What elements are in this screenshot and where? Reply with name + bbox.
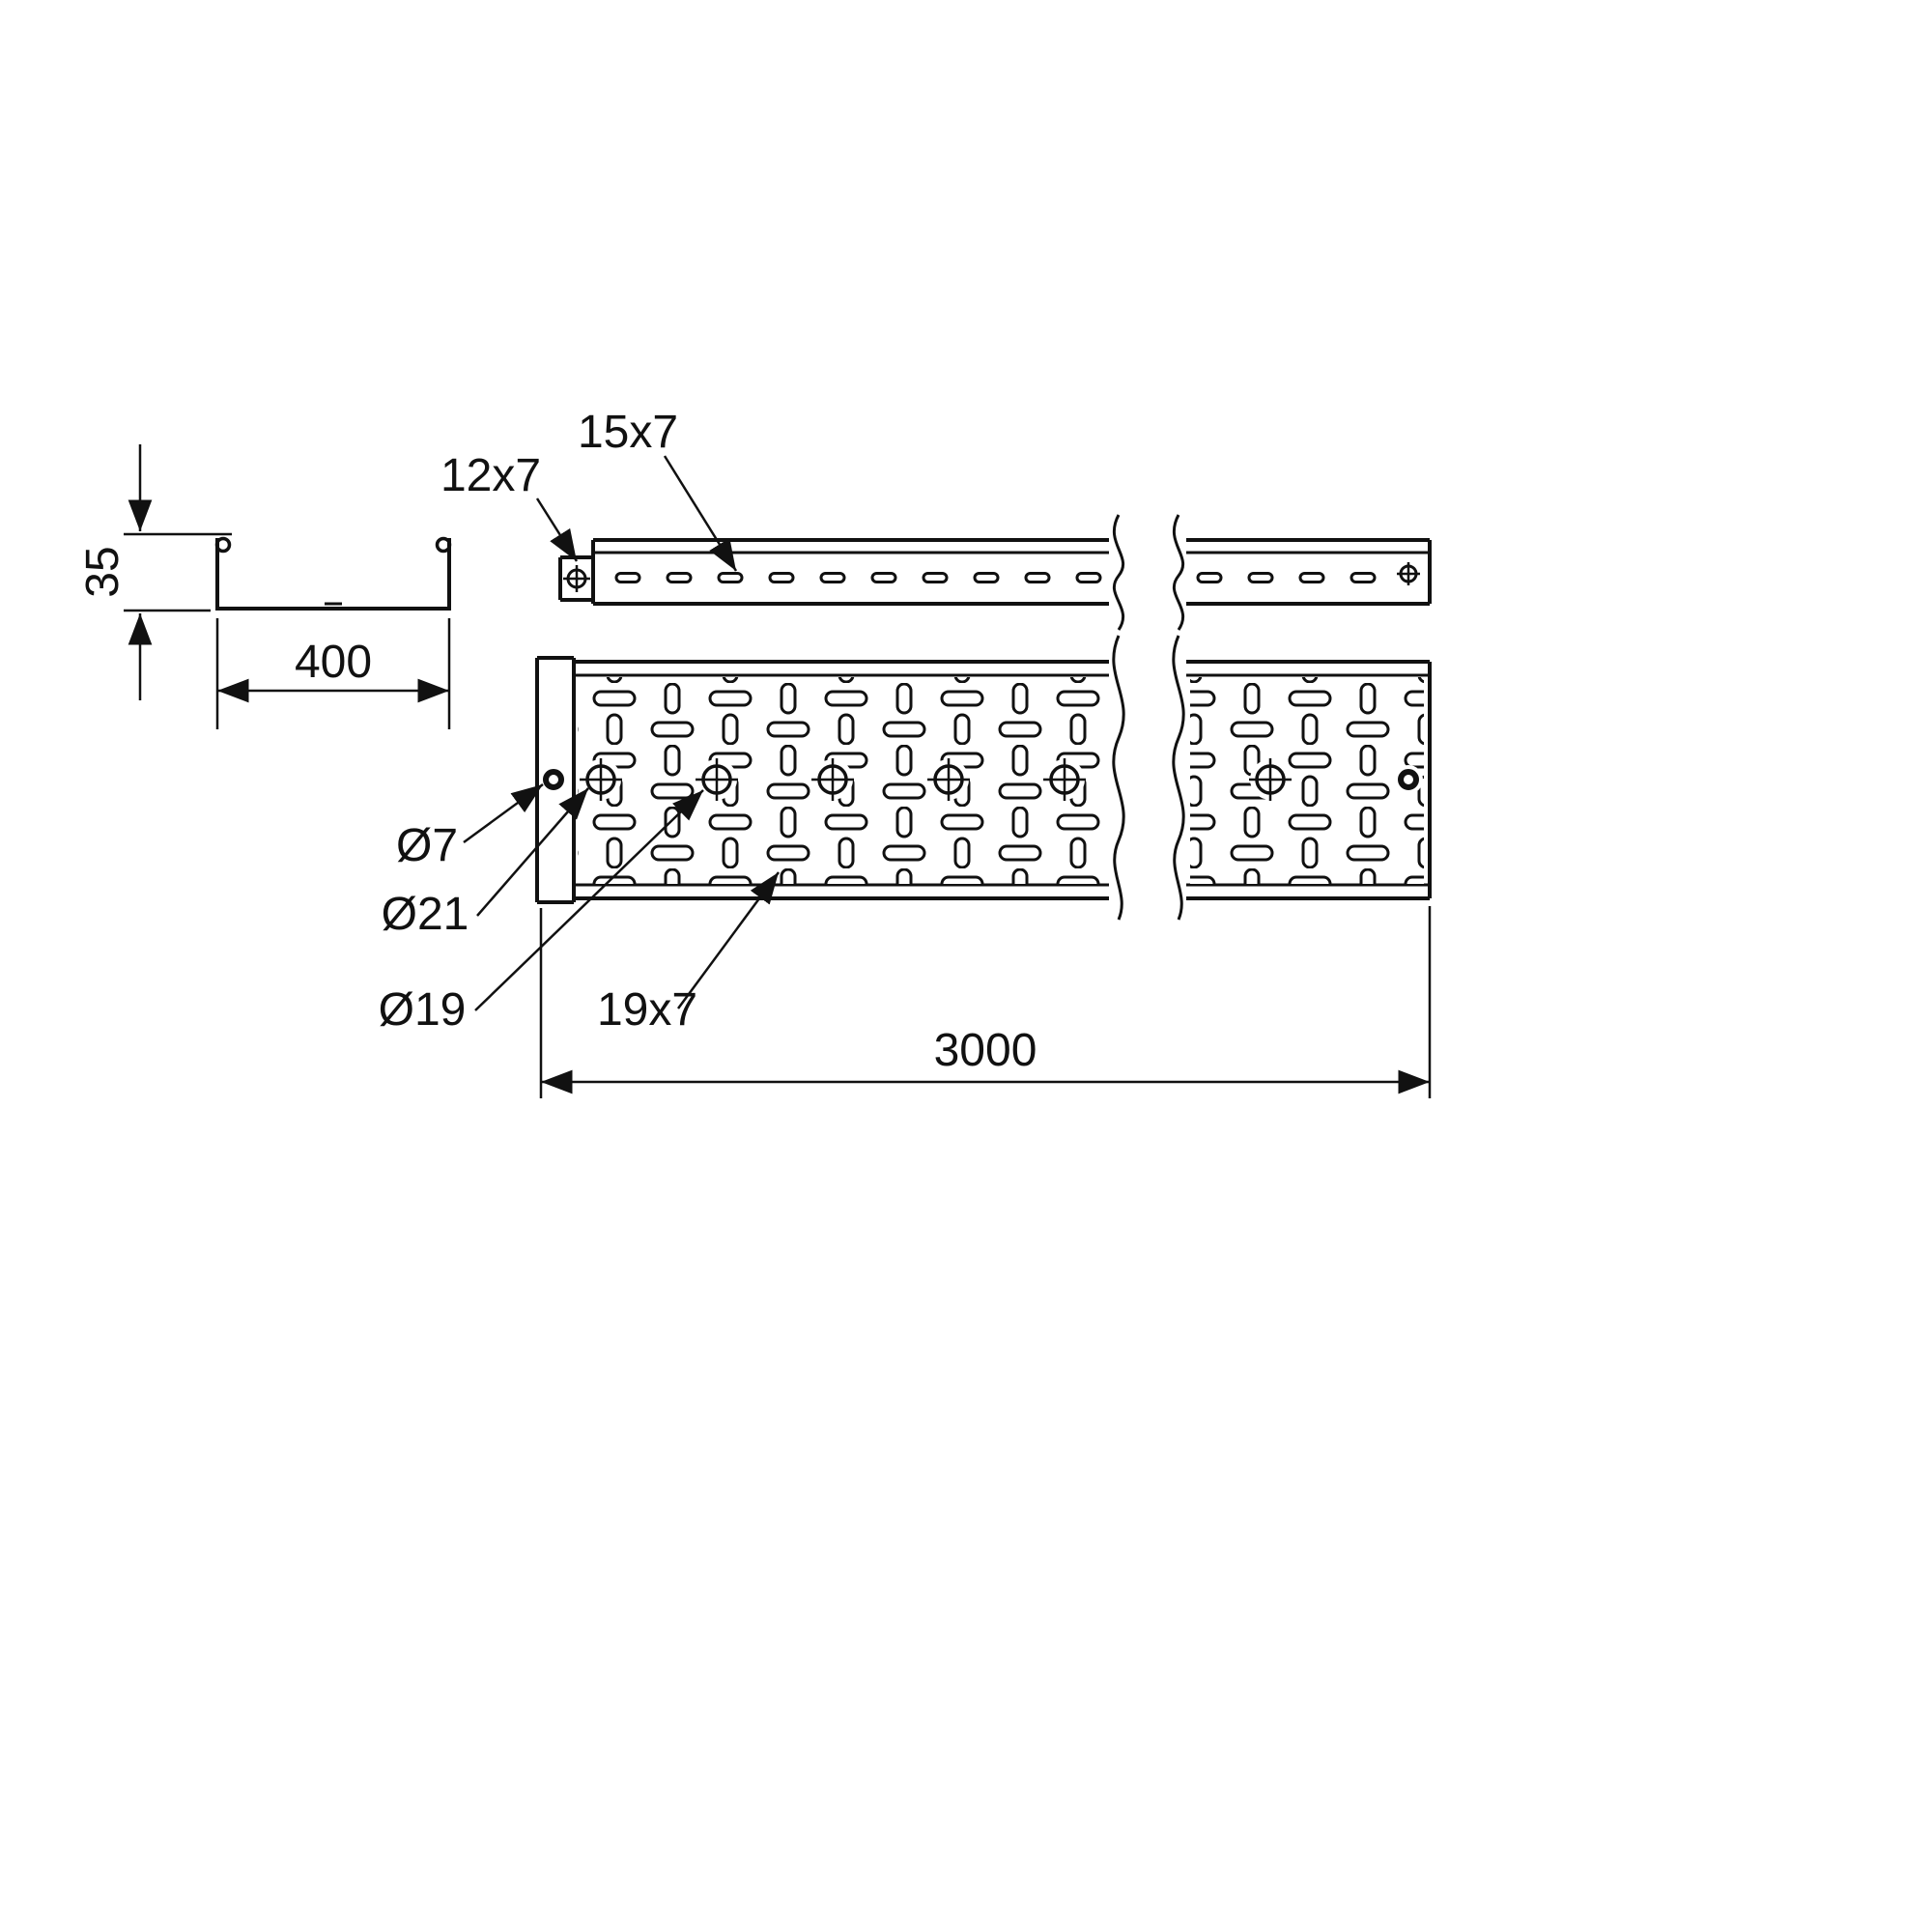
channel-outline xyxy=(215,538,451,611)
leader-12x7: 12x7 xyxy=(440,450,579,562)
dimension-width-400: 400 xyxy=(215,618,451,729)
leader-line xyxy=(535,497,579,562)
label-d21: Ø21 xyxy=(382,889,469,940)
dim-3000-label: 3000 xyxy=(934,1025,1037,1076)
label-d7: Ø7 xyxy=(396,820,458,871)
side-slot xyxy=(1075,572,1102,583)
side-connector-plate xyxy=(558,555,593,602)
leader-d21: Ø21 xyxy=(382,787,589,940)
side-slot xyxy=(717,572,744,583)
side-slot xyxy=(922,572,949,583)
leader-line xyxy=(676,871,781,1009)
side-slot xyxy=(666,572,693,583)
center-holes xyxy=(580,758,1292,801)
dimension-length-3000: 3000 xyxy=(539,906,1432,1098)
right-flange-curl xyxy=(435,536,452,554)
side-slot xyxy=(1024,572,1051,583)
break-line xyxy=(1172,635,1185,921)
leader-line xyxy=(663,455,738,572)
side-slot xyxy=(819,572,846,583)
break-line xyxy=(1112,635,1125,921)
side-slot xyxy=(1196,572,1223,583)
leader-d7: Ø7 xyxy=(396,782,544,871)
label-d19: Ø19 xyxy=(379,984,467,1036)
side-view xyxy=(558,514,1432,631)
leader-19x7: 19x7 xyxy=(597,871,781,1036)
side-slot xyxy=(614,572,641,583)
side-slot xyxy=(1247,572,1274,583)
side-slot xyxy=(768,572,795,583)
dimension-height-35: 35 xyxy=(77,444,232,700)
leader-line xyxy=(474,789,704,1011)
perforation-field xyxy=(1190,677,1424,884)
side-slot xyxy=(870,572,897,583)
side-slot xyxy=(1350,572,1377,583)
dim-35-label: 35 xyxy=(77,546,128,597)
side-slot xyxy=(973,572,1000,583)
leader-line xyxy=(476,787,589,917)
break-line xyxy=(1112,514,1125,631)
break-line xyxy=(1172,514,1185,631)
side-slot xyxy=(1298,572,1325,583)
end-hole xyxy=(1398,769,1419,790)
cross-section-view: 35 400 xyxy=(77,444,452,729)
side-right-end-hole xyxy=(1397,562,1420,585)
leader-15x7: 15x7 xyxy=(578,407,738,572)
plan-view xyxy=(535,635,1432,921)
left-flange-curl xyxy=(214,536,232,554)
dim-400-label: 400 xyxy=(295,637,372,688)
label-12x7: 12x7 xyxy=(440,450,541,501)
label-19x7: 19x7 xyxy=(597,984,697,1036)
plan-end-plate xyxy=(535,656,576,904)
leader-line xyxy=(463,782,544,844)
side-view-slots xyxy=(614,572,1377,583)
label-15x7: 15x7 xyxy=(578,407,678,458)
leader-d19: Ø19 xyxy=(379,789,704,1036)
end-plate-hole xyxy=(543,769,564,790)
